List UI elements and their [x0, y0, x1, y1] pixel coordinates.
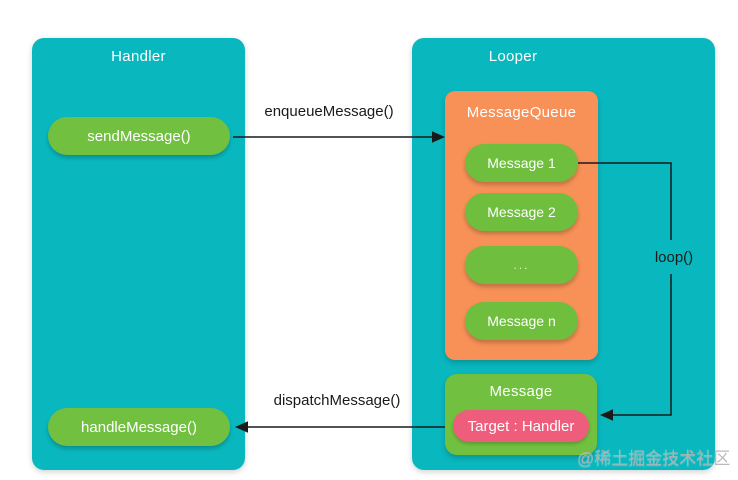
message-box-title: Message: [489, 383, 553, 400]
queue-item-message-n: Message n: [465, 302, 578, 340]
queue-item-message-1: Message 1: [465, 144, 578, 182]
loop-label: loop(): [654, 249, 694, 266]
dispatch-message-label: dispatchMessage(): [273, 392, 401, 409]
message-queue-title: MessageQueue: [466, 104, 577, 121]
send-message-pill: sendMessage(): [48, 117, 230, 155]
handler-box-title: Handler: [111, 48, 166, 65]
target-handler-pill: Target : Handler: [453, 410, 589, 442]
enqueue-message-label: enqueueMessage(): [264, 103, 394, 120]
message-queue-box: MessageQueue Message 1 Message 2 ... Mes…: [445, 91, 598, 360]
juejin-watermark: @稀土掘金技术社区: [577, 449, 731, 468]
message-box: Message Target : Handler: [445, 374, 597, 455]
handle-message-pill: handleMessage(): [48, 408, 230, 446]
handler-box: Handler sendMessage() handleMessage(): [32, 38, 245, 470]
queue-item-message-2: Message 2: [465, 193, 578, 231]
looper-box-title: Looper: [488, 48, 538, 65]
looper-box: Looper MessageQueue Message 1 Message 2 …: [412, 38, 715, 470]
queue-item-ellipsis: ...: [465, 246, 578, 284]
